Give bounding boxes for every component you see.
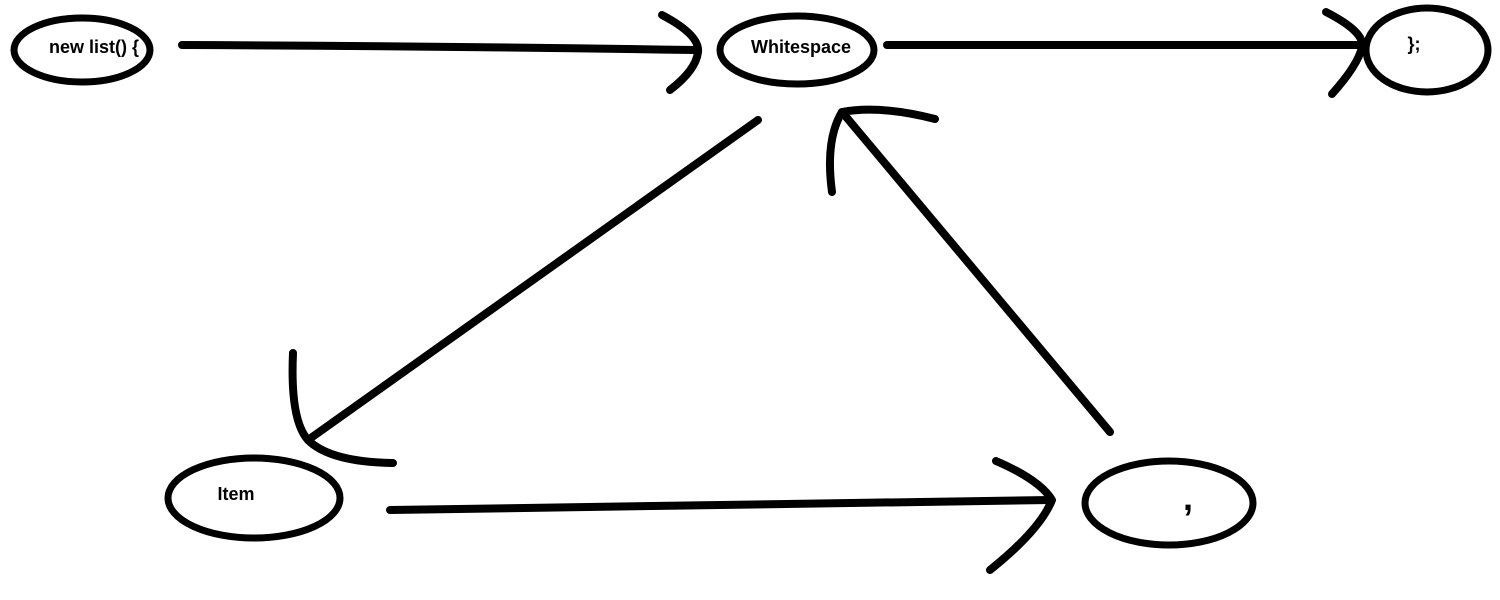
node-item: Item	[164, 454, 344, 542]
edge-item-to-comma	[386, 457, 1056, 574]
node-label: };	[1408, 34, 1421, 54]
arrow-head	[1322, 8, 1367, 98]
node-label: new list() {	[49, 37, 139, 57]
node-whitespace: Whitespace	[716, 12, 878, 88]
arrow-head	[288, 349, 397, 467]
node-label: Whitespace	[751, 37, 851, 57]
arrow-head	[658, 11, 703, 94]
edge-whitespace-to-end	[883, 8, 1367, 98]
node-label: Item	[217, 484, 254, 504]
edge-newlist-to-whitespace	[178, 11, 703, 94]
node-end: };	[1362, 4, 1492, 96]
edge-comma-to-whitespace	[825, 105, 1114, 436]
edge-whitespace-to-item	[288, 116, 762, 467]
node-new-list: new list() {	[10, 14, 154, 86]
node-comma: ,	[1081, 457, 1257, 549]
arrow-head	[986, 457, 1056, 574]
arrow-head	[825, 105, 939, 196]
node-label: ,	[1183, 477, 1193, 518]
